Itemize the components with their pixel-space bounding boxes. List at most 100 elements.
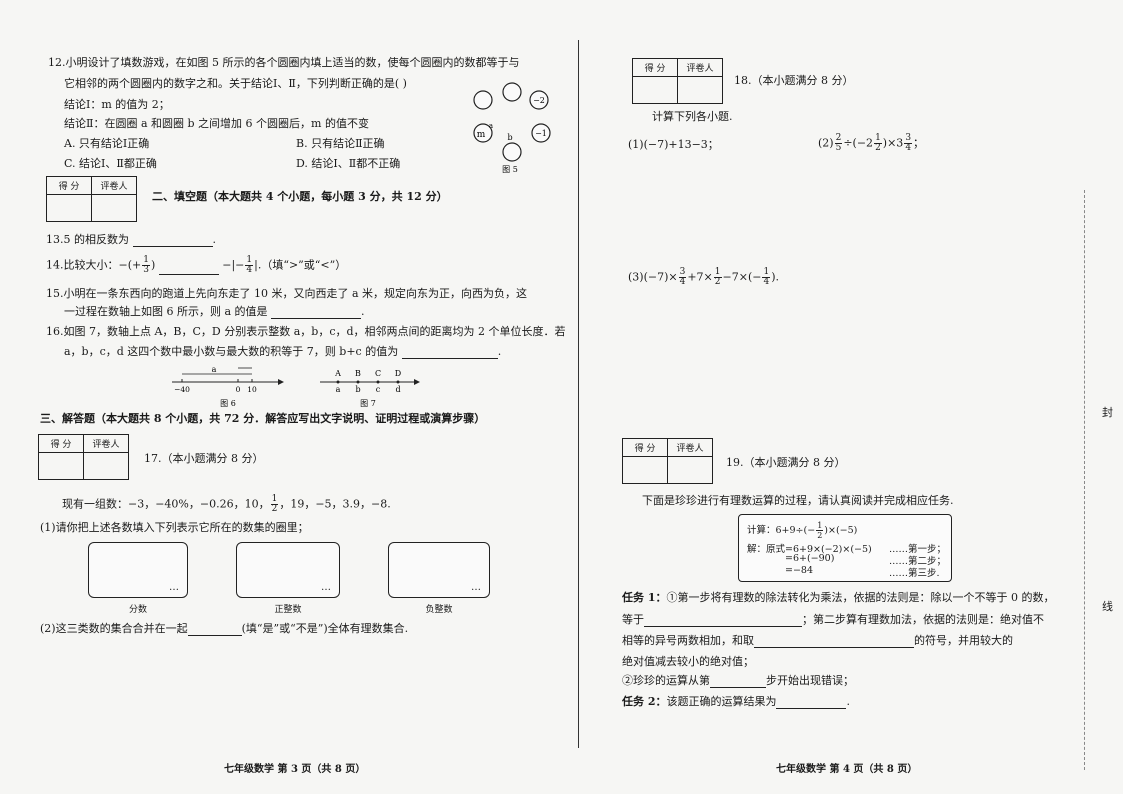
set-caption-negative-integers: 负整数	[425, 605, 453, 615]
q19-step3-tag: ……第三步.	[889, 568, 940, 579]
fig7-point-D: D	[395, 369, 401, 378]
fig5-caption: 图 5	[502, 165, 518, 174]
margin-mark-line: 线	[1102, 600, 1113, 613]
q18-p2-pre: (2)	[818, 136, 834, 150]
figure-7-number-line: A B C D a b c d 图 7	[320, 369, 420, 408]
task1-blank2[interactable]	[754, 636, 914, 648]
q19-calc-pre: 计算：6+9÷(−	[747, 525, 816, 536]
fig6-tick-10: 10	[247, 385, 257, 394]
task1-l3-pre: 相等的异号两数相加，和取	[622, 634, 754, 647]
section3-title: 三、解答题（本大题共 8 个小题，共 72 分．解答应写出文字说明、证明过程或演…	[40, 412, 486, 425]
footer-page3: 七年级数学 第 3 页（共 8 页）	[224, 764, 366, 775]
q12-option-c: C. 结论Ⅰ、Ⅱ都正确	[64, 157, 157, 170]
grader-header: 评卷人	[91, 176, 137, 195]
margin-mark-seal: 封	[1102, 406, 1113, 419]
q16-line2: a，b，c，d 这四个数中最小数与最大数的积等于 7，则 b+c 的值为 .	[64, 345, 501, 359]
task2-blank[interactable]	[776, 697, 847, 709]
fig7-caption: 图 7	[360, 399, 376, 408]
q12-option-b: B. 只有结论Ⅱ正确	[296, 137, 385, 150]
q15-line2: 一过程在数轴上如图 6 所示，则 a 的值是 .	[64, 305, 365, 319]
q17-part2: (2)这三类数的集合合并在一起(填“是”或“不是”)全体有理数集合.	[40, 622, 408, 636]
q17-part2-blank[interactable]	[187, 624, 242, 636]
score-table-section2: 得 分评卷人	[46, 176, 137, 222]
task1-blank3[interactable]	[710, 676, 766, 688]
score-cell[interactable]	[46, 194, 92, 222]
grader-cell[interactable]	[91, 194, 137, 222]
page-divider	[578, 40, 579, 748]
set-box-positive-integers[interactable]: …	[236, 542, 340, 598]
task1-line5: ②珍珍的运算从第步开始出现错误；	[622, 674, 854, 688]
score-cell[interactable]	[632, 76, 678, 104]
q18-intro: 计算下列各小题.	[652, 110, 733, 123]
score-header: 得 分	[46, 176, 92, 195]
q17-numbers-pre: 现有一组数：−3，−40%，−0.26，10，	[62, 497, 270, 511]
score-header: 得 分	[622, 438, 668, 457]
score-cell[interactable]	[38, 452, 84, 480]
task2-end: .	[846, 695, 850, 708]
q19-intro: 下面是珍珍进行有理数运算的过程，请认真阅读并完成相应任务.	[642, 494, 954, 507]
q14-end: |.（填“>”或“<”）	[254, 258, 347, 272]
q12-line2: 它相邻的两个圆圈内的数字之和。关于结论Ⅰ、Ⅱ，下列判断正确的是( )	[64, 77, 407, 90]
task1-l2-post: ；第二步算有理数加法，依据的法则是：绝对值不	[802, 613, 1044, 626]
task1-l3-post: 的符号，并用较大的	[914, 634, 1013, 647]
q13-answer-blank[interactable]	[132, 235, 213, 247]
task2-text: 该题正确的运算结果为	[666, 695, 777, 708]
set-caption-fractions: 分数	[128, 605, 147, 615]
q12-statement1: 结论Ⅰ：m 的值为 2；	[64, 98, 170, 111]
fig6-tick-minus40: −40	[174, 385, 190, 394]
q18-p2-b: )×3	[882, 136, 904, 150]
grader-header: 评卷人	[677, 58, 723, 77]
q18-p3-pre: (3)(−7)×	[628, 270, 678, 284]
q18-p3-a: +7×	[687, 270, 713, 284]
score-header: 得 分	[38, 434, 84, 453]
section2-title: 二、填空题（本大题共 4 个小题，每小题 3 分，共 12 分）	[152, 190, 448, 203]
fig5-label-m: m	[477, 130, 486, 140]
task1-line4: 绝对值减去较小的绝对值；	[622, 655, 754, 668]
set-box-dots: …	[169, 582, 179, 593]
q19-step2: =6+(−90)	[785, 553, 835, 564]
q19-step2-tag: ……第二步；	[889, 556, 947, 567]
fig6-tick-0: 0	[236, 385, 241, 394]
task1-l2-pre: 等于	[622, 613, 644, 626]
grader-cell[interactable]	[83, 452, 129, 480]
score-header: 得 分	[632, 58, 678, 77]
q16-line2-text: a，b，c，d 这四个数中最小数与最大数的积等于 7，则 b+c 的值为	[64, 345, 399, 358]
score-table-q17: 得 分评卷人	[38, 434, 129, 480]
fig5-label-b: b	[507, 133, 512, 142]
grader-cell[interactable]	[667, 456, 713, 484]
q14-answer-blank[interactable]	[158, 263, 219, 275]
fig6-label-a: a	[212, 365, 217, 374]
binding-margin-line	[1084, 190, 1085, 770]
fig7-value-c: c	[376, 385, 381, 394]
set-box-fractions[interactable]: …	[88, 542, 188, 598]
q13: 13.5 的相反数为 .	[46, 233, 216, 247]
q13-end: .	[212, 233, 217, 246]
figure-5-circles: −2 −1 m a b 图 5	[473, 82, 551, 174]
fig7-point-C: C	[375, 369, 381, 378]
q15-line2-text: 一过程在数轴上如图 6 所示，则 a 的值是	[64, 305, 268, 318]
q15-end: .	[361, 305, 365, 318]
fig7-value-d: d	[395, 385, 400, 394]
q16-answer-blank[interactable]	[401, 347, 498, 359]
q16-line1: 16.如图 7，数轴上点 A，B，C，D 分别表示整数 a，b，c，d，相邻两点…	[46, 325, 566, 338]
set-box-dots: …	[321, 582, 331, 593]
set-box-negative-integers[interactable]: …	[388, 542, 490, 598]
score-cell[interactable]	[622, 456, 668, 484]
task1-blank1[interactable]	[644, 615, 802, 627]
q15-answer-blank[interactable]	[271, 307, 362, 319]
grader-cell[interactable]	[677, 76, 723, 104]
task2-line: 任务 2：该题正确的运算结果为.	[622, 695, 850, 709]
q18-part1: (1)(−7)+13−3；	[628, 138, 719, 151]
task1-line2: 等于 ；第二步算有理数加法，依据的法则是：绝对值不	[622, 613, 1044, 627]
